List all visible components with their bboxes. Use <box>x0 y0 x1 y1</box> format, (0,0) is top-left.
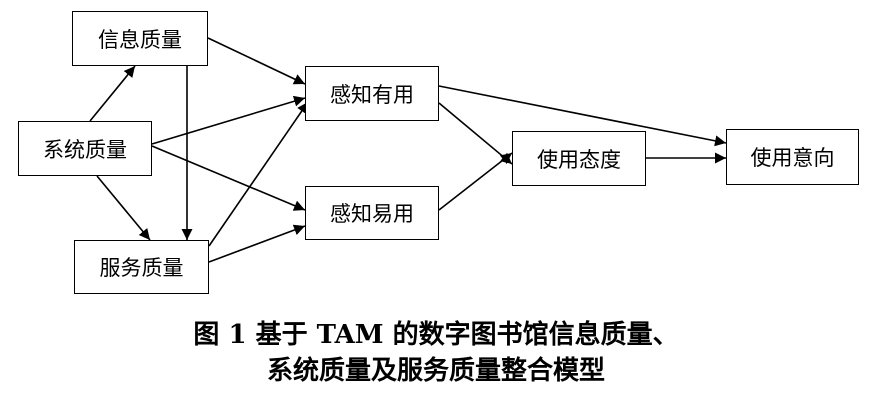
node-label: 使用意向 <box>750 146 835 170</box>
edge-info-quality-to-perceived-usefulness <box>207 37 306 85</box>
node-service-quality: 服务质量 <box>74 240 209 294</box>
edge-system-quality-to-service-quality <box>96 175 151 241</box>
node-system-quality: 系统质量 <box>18 121 152 176</box>
node-perceived-ease-of-use: 感知易用 <box>305 186 439 240</box>
edge-perceived-usefulness-to-attitude <box>438 102 513 165</box>
node-label: 系统质量 <box>43 137 127 162</box>
node-label: 感知有用 <box>330 82 414 107</box>
node-label: 信息质量 <box>98 27 182 52</box>
edge-system-quality-to-info-quality <box>89 65 136 122</box>
node-label: 感知易用 <box>330 202 414 226</box>
caption-line-2: 系统质量及服务质量整合模型 <box>266 356 605 386</box>
node-label: 服务质量 <box>99 256 184 280</box>
edge-system-quality-to-perceived-usefulness <box>151 95 306 145</box>
edge-system-quality-to-perceived-ease-of-use <box>151 145 306 211</box>
node-intention: 使用意向 <box>726 129 859 185</box>
edge-service-quality-to-perceived-usefulness <box>208 101 309 247</box>
node-label: 使用态度 <box>537 147 621 172</box>
node-info-quality: 信息质量 <box>72 11 208 66</box>
node-attitude: 使用态度 <box>512 131 646 186</box>
node-perceived-usefulness: 感知有用 <box>305 66 439 121</box>
caption-line-1: 图 1 基于 TAM 的数字图书馆信息质量、 <box>193 320 679 350</box>
edge-perceived-usefulness-to-intention <box>438 85 727 147</box>
edge-perceived-ease-of-use-to-attitude <box>438 152 513 211</box>
edge-service-quality-to-perceived-ease-of-use <box>208 224 306 263</box>
